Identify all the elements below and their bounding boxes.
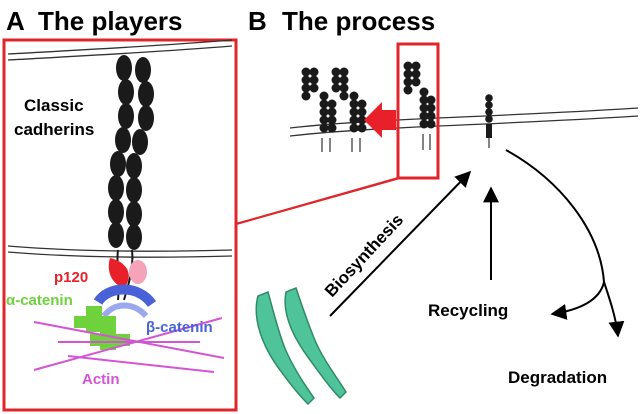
label-cadherins-line1: Classic (24, 96, 84, 115)
panel-b-title: The process (282, 6, 435, 36)
cadherin-dimer (108, 55, 154, 250)
panel-a-title: The players (38, 6, 183, 36)
panel-a-frame (2, 38, 238, 412)
biosynthesis-arrow (329, 170, 472, 317)
label-actin: Actin (82, 371, 120, 388)
label-p120: p120 (54, 269, 88, 286)
plasma-membrane (289, 107, 639, 137)
panel-b-letter: B (248, 6, 267, 36)
cadherin-cluster (301, 67, 367, 133)
panel-a-letter: A (6, 6, 25, 36)
label-biosynthesis: Biosynthesis (321, 210, 407, 300)
highlight-box (396, 42, 440, 180)
label-alpha-catenin: α-catenin (6, 292, 73, 309)
red-arrow (364, 102, 396, 138)
cluster-tails (321, 138, 361, 152)
panel-a-bottom-membrane (7, 245, 233, 258)
single-cadherin (485, 94, 493, 138)
p120-shape (108, 258, 129, 288)
endocytosis-curve (505, 149, 605, 283)
to-degradation-arrow (603, 281, 625, 338)
label-beta-catenin: β-catenin (146, 319, 213, 336)
to-recycling-arrow (550, 281, 605, 320)
pink-domain (129, 260, 147, 284)
label-degradation: Degradation (508, 368, 607, 387)
actin-filaments (33, 317, 225, 373)
zoom-connector-lines (235, 177, 401, 225)
label-recycling: Recycling (428, 301, 508, 320)
panel-a-top-membrane (7, 39, 233, 61)
delivered-tails (422, 134, 431, 150)
er-membranes (255, 287, 347, 406)
alpha-catenin-shape (74, 306, 130, 350)
label-cadherins-line2: cadherins (14, 120, 94, 139)
delivered-cadherin (403, 61, 436, 129)
beta-catenin-shape (93, 284, 157, 319)
